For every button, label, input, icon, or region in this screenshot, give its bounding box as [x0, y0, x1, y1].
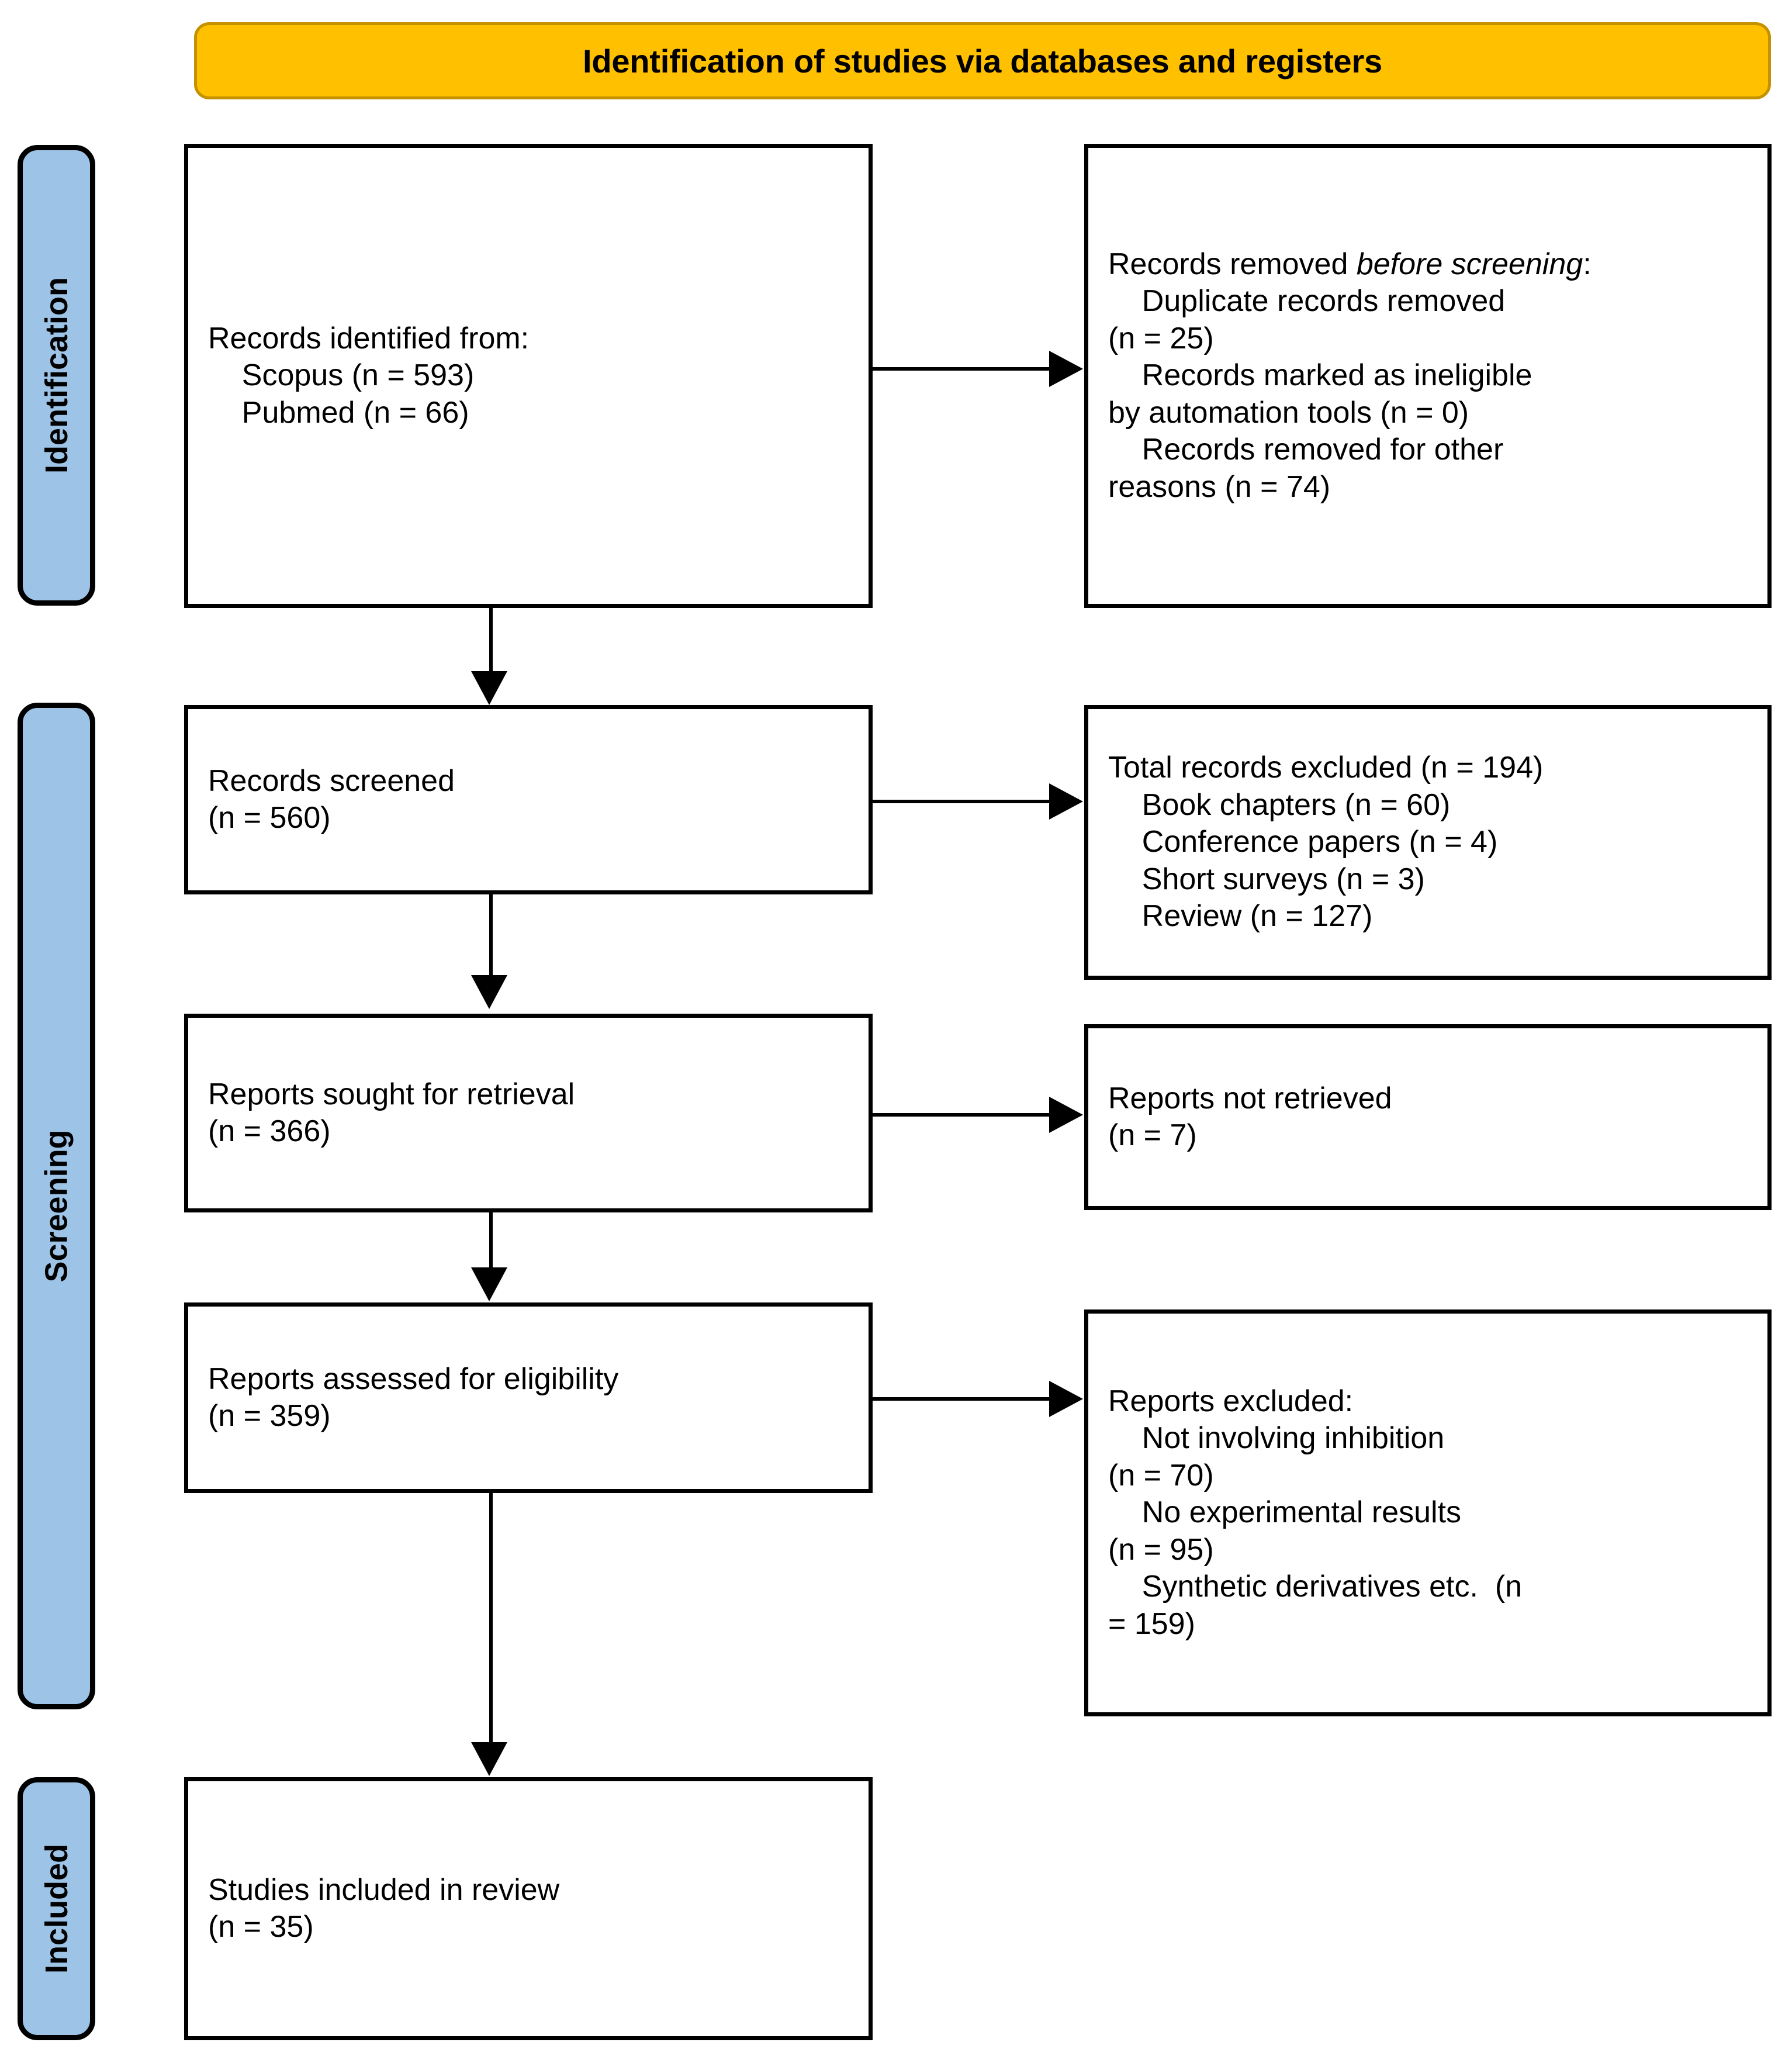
- arrow-assessed-to-included-head-icon: [471, 1742, 507, 1776]
- box-reports-excluded: Reports excluded: Not involving inhibiti…: [1084, 1309, 1772, 1716]
- box-total-records-excluded: Total records excluded (n = 194) Book ch…: [1084, 705, 1772, 980]
- arrow-assessed-to-reports-excluded-line: [873, 1397, 1050, 1401]
- box-reports-assessed-text: Reports assessed for eligibility (n = 35…: [208, 1362, 619, 1433]
- arrow-screened-to-sought-line: [489, 894, 493, 976]
- box-records-screened: Records screened (n = 560): [184, 705, 873, 894]
- removed-prefix: Records removed: [1108, 247, 1357, 281]
- box-records-identified: Records identified from: Scopus (n = 593…: [184, 144, 873, 608]
- box-reports-sought-for-retrieval: Reports sought for retrieval (n = 366): [184, 1014, 873, 1212]
- box-reports-sought-text: Reports sought for retrieval (n = 366): [208, 1077, 575, 1148]
- arrow-sought-to-assessed-line: [489, 1212, 493, 1269]
- box-studies-included-text: Studies included in review (n = 35): [208, 1872, 560, 1944]
- arrow-sought-to-not-retrieved-head-icon: [1049, 1097, 1083, 1133]
- arrow-screened-to-sought-head-icon: [471, 975, 507, 1009]
- arrow-assessed-to-included-line: [489, 1493, 493, 1743]
- stage-label-identification: Identification: [18, 145, 95, 606]
- box-total-records-excluded-text: Total records excluded (n = 194) Book ch…: [1108, 751, 1544, 934]
- arrow-identified-to-screened-line: [489, 608, 493, 673]
- box-records-removed-text: Records removed before screening: Duplic…: [1108, 246, 1592, 506]
- arrow-sought-to-not-retrieved-line: [873, 1113, 1050, 1117]
- box-reports-excluded-text: Reports excluded: Not involving inhibiti…: [1108, 1384, 1523, 1641]
- stage-label-identification-text: Identification: [39, 277, 74, 474]
- arrow-identified-to-screened-head-icon: [471, 671, 507, 705]
- stage-label-included-text: Included: [39, 1843, 74, 1974]
- box-studies-included-in-review: Studies included in review (n = 35): [184, 1777, 873, 2040]
- arrow-assessed-to-reports-excluded-head-icon: [1049, 1381, 1083, 1417]
- box-reports-assessed-for-eligibility: Reports assessed for eligibility (n = 35…: [184, 1302, 873, 1493]
- arrow-sought-to-assessed-head-icon: [471, 1267, 507, 1301]
- box-reports-not-retrieved: Reports not retrieved (n = 7): [1084, 1024, 1772, 1210]
- arrow-identified-to-removed-line: [873, 367, 1050, 371]
- stage-label-included: Included: [18, 1777, 95, 2040]
- box-reports-not-retrieved-text: Reports not retrieved (n = 7): [1108, 1081, 1392, 1152]
- arrow-identified-to-removed-head-icon: [1049, 351, 1083, 387]
- removed-italic: before screening: [1356, 247, 1583, 281]
- stage-label-screening-text: Screening: [39, 1129, 74, 1283]
- removed-suffix: : Duplicate records removed (n = 25) Rec…: [1108, 247, 1592, 504]
- diagram-title-banner: Identification of studies via databases …: [194, 22, 1771, 99]
- stage-label-screening: Screening: [18, 703, 95, 1709]
- box-records-identified-text: Records identified from: Scopus (n = 593…: [208, 321, 530, 430]
- arrow-screened-to-excluded-line: [873, 800, 1050, 803]
- box-records-removed-before-screening: Records removed before screening: Duplic…: [1084, 144, 1772, 608]
- arrow-screened-to-excluded-head-icon: [1049, 783, 1083, 820]
- diagram-title: Identification of studies via databases …: [582, 42, 1383, 80]
- box-records-screened-text: Records screened (n = 560): [208, 763, 455, 835]
